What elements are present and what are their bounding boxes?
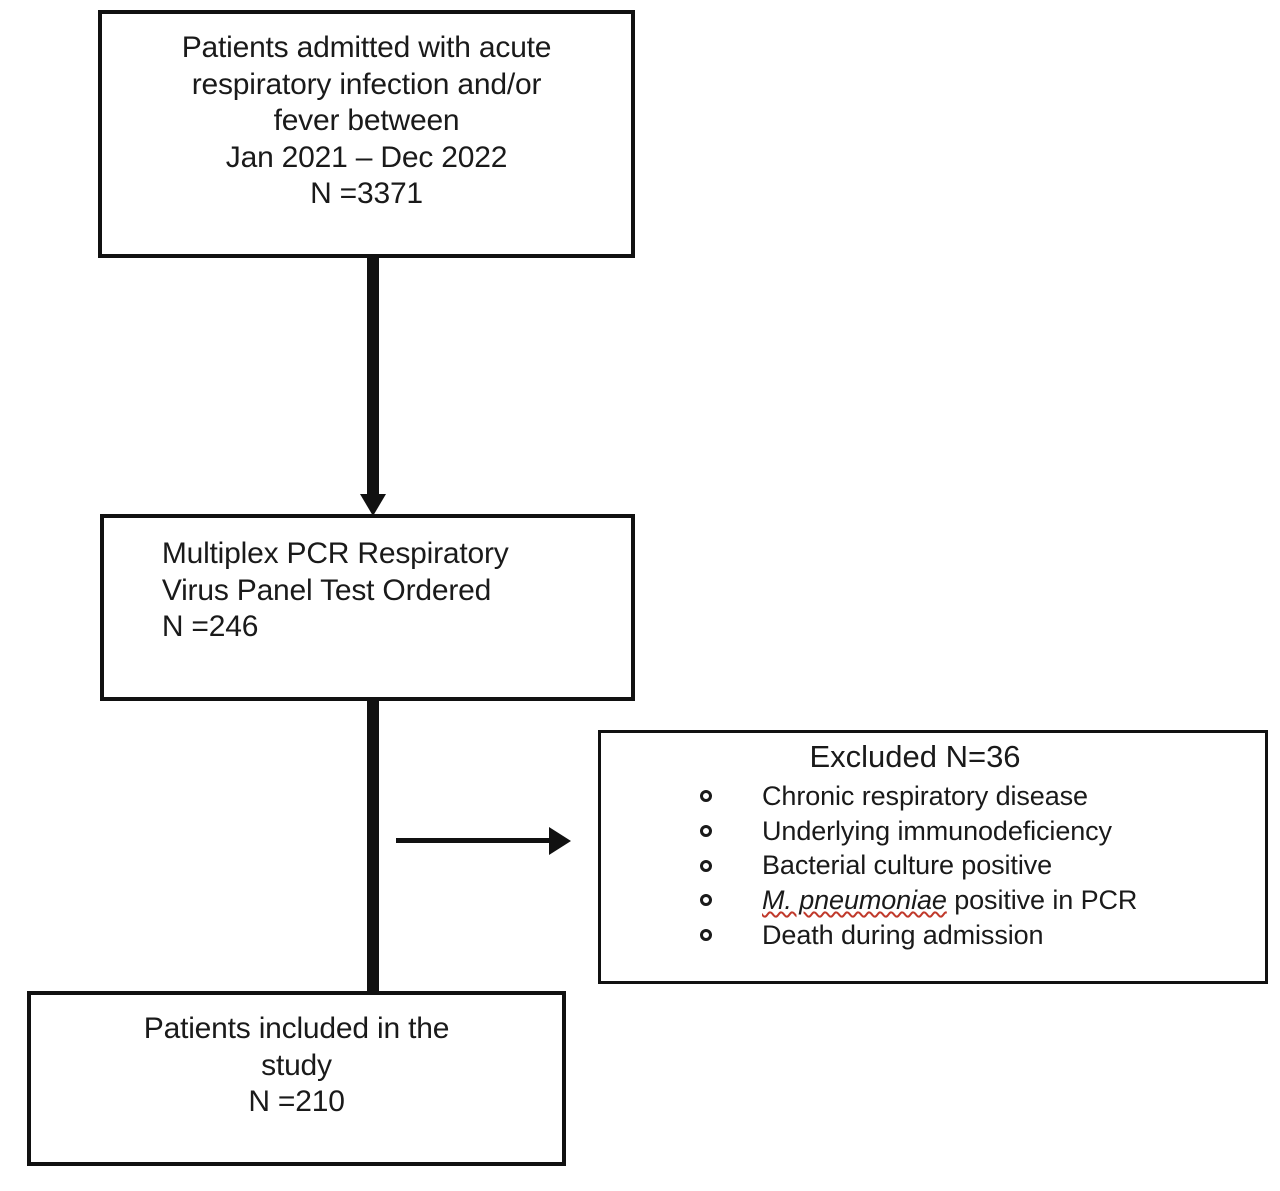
flow-node-cohort: Patients admitted with acute respiratory… bbox=[98, 10, 635, 258]
excluded-reason-item: Bacterial culture positive bbox=[700, 848, 1265, 883]
bullet-circle-icon bbox=[700, 790, 712, 803]
excluded-reason-label: Chronic respiratory disease bbox=[762, 781, 1088, 811]
flow-node-excluded: Excluded N=36 Chronic respiratory diseas… bbox=[598, 730, 1268, 984]
excluded-reason-item: Death during admission bbox=[700, 918, 1265, 953]
bullet-circle-icon bbox=[700, 894, 712, 907]
excluded-reason-label: Underlying immunodeficiency bbox=[762, 815, 1112, 846]
connector-pcr-to-excluded-line bbox=[396, 838, 551, 843]
connector-cohort-to-pcr-line bbox=[367, 256, 379, 499]
excluded-reason-item: Underlying immunodeficiency bbox=[700, 814, 1265, 849]
flow-node-pcr-ordered: Multiplex PCR Respiratory Virus Panel Te… bbox=[100, 514, 635, 701]
excluded-reason-species-name: M. pneumoniae bbox=[762, 885, 947, 916]
bullet-circle-icon bbox=[700, 859, 712, 872]
excluded-title: Excluded N=36 bbox=[809, 739, 1021, 774]
cohort-text: Patients admitted with acute respiratory… bbox=[181, 31, 552, 211]
excluded-reason-label: Bacterial culture positive bbox=[762, 850, 1053, 881]
connector-cohort-to-pcr-arrowhead-icon bbox=[360, 494, 386, 516]
included-text: Patients included in the study N =210 bbox=[143, 1012, 450, 1119]
excluded-reason-item: M. pneumoniae positive in PCR bbox=[700, 883, 1265, 918]
bullet-circle-icon bbox=[700, 929, 712, 942]
excluded-reason-label: positive in PCR bbox=[946, 885, 1138, 916]
bullet-circle-icon bbox=[700, 825, 712, 838]
excluded-reason-item: Chronic respiratory disease bbox=[700, 779, 1265, 814]
flow-node-included: Patients included in the study N =210 bbox=[27, 991, 566, 1166]
pcr-ordered-text: Multiplex PCR Respiratory Virus Panel Te… bbox=[161, 537, 509, 644]
excluded-reason-label: Death during admission bbox=[762, 919, 1044, 950]
connector-pcr-to-included-line bbox=[367, 699, 379, 993]
connector-pcr-to-excluded-arrowhead-icon bbox=[549, 827, 571, 855]
